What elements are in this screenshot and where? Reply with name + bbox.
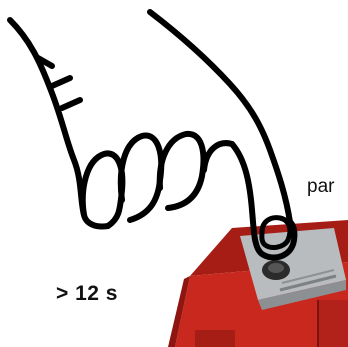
hand-finger-1: [83, 153, 123, 226]
side-caption: par: [307, 177, 334, 196]
push-button-highlight: [268, 263, 284, 273]
hand-right-edge: [150, 12, 290, 222]
hand-thumb-edge: [204, 143, 232, 170]
pointing-hand-icon: [10, 12, 294, 258]
device-front-panel: [318, 300, 348, 347]
hand-crease: [62, 100, 80, 108]
device-vent: [195, 330, 235, 347]
hand-finger-2: [121, 136, 161, 220]
red-device: [168, 220, 348, 347]
hand-finger-3: [160, 134, 204, 208]
duration-caption: > 12 s: [56, 283, 118, 304]
hand-left-edge: [10, 20, 108, 227]
hand-crease: [52, 78, 70, 86]
